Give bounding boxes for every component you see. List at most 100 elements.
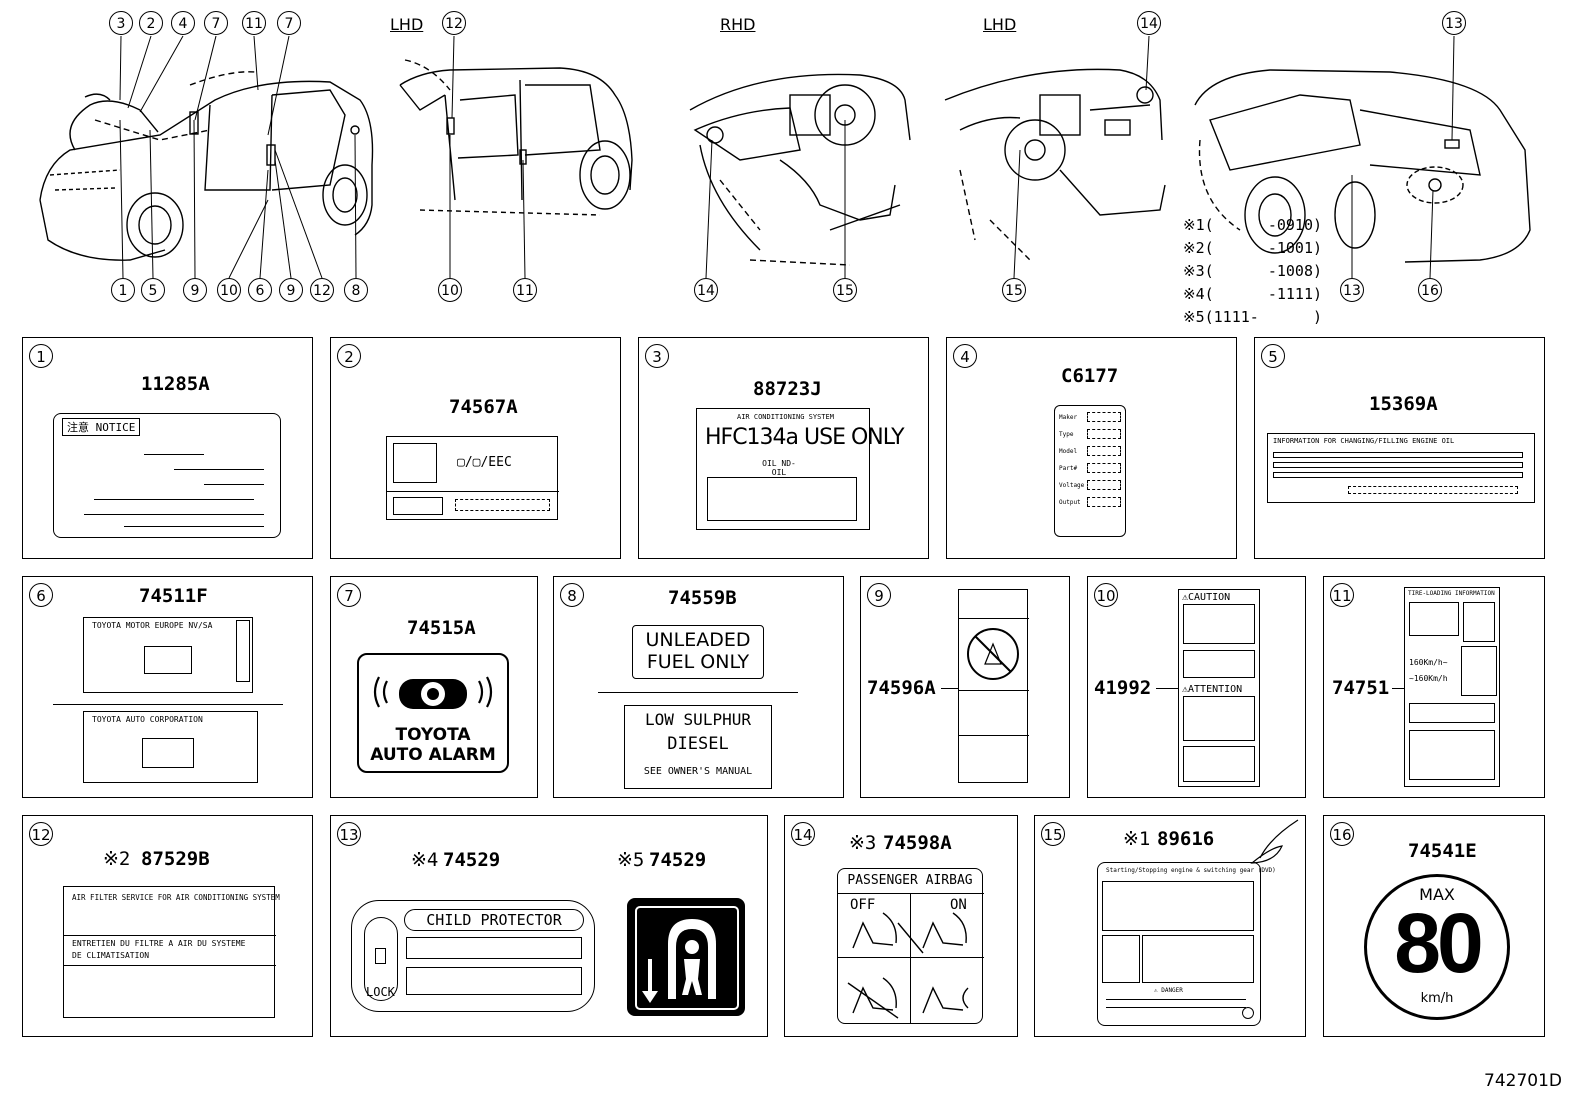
callout-top: 7 bbox=[277, 11, 301, 35]
tire-loading-block bbox=[1409, 703, 1495, 723]
ref-mark: ※2 bbox=[1183, 239, 1205, 257]
caution-label: ⚠CAUTION ⚠ATTENTION bbox=[1178, 589, 1260, 787]
panel-number: 16 bbox=[1330, 822, 1354, 846]
panel-number: 13 bbox=[337, 822, 361, 846]
vin-label-1: TOYOTA MOTOR EUROPE NV/SA bbox=[83, 617, 253, 693]
ac-filter-text-2: ENTRETIEN DU FILTRE A AIR DU SYSTEME bbox=[72, 939, 246, 948]
diagram-code: 742701D bbox=[1484, 1071, 1562, 1091]
callout-bottom: 14 bbox=[694, 278, 718, 302]
spec-field bbox=[1087, 497, 1121, 507]
caution-block bbox=[1183, 650, 1255, 678]
child-protector-title: CHILD PROTECTOR bbox=[404, 909, 584, 931]
danger-text: ⚠ DANGER bbox=[1154, 987, 1183, 994]
speed-unit: km/h bbox=[1420, 991, 1454, 1006]
attention-text: ⚠ATTENTION bbox=[1182, 684, 1243, 695]
callout-bottom: 16 bbox=[1418, 278, 1442, 302]
label-panel-1: 1 11285A 注意 NOTICE bbox=[22, 337, 313, 559]
eec-label: ▢/▢/EEC bbox=[386, 436, 559, 520]
oil-info-bar bbox=[1273, 472, 1523, 478]
speed-max: MAX bbox=[1419, 885, 1455, 904]
callout-bottom: 1 bbox=[111, 278, 135, 302]
callout-bottom: 10 bbox=[438, 278, 462, 302]
spec-label: Maker Type Model Part# Voltage Output bbox=[1054, 405, 1126, 537]
spec-row: Output bbox=[1059, 499, 1081, 506]
notice-title: 注意 NOTICE bbox=[62, 418, 141, 436]
panel-number: 11 bbox=[1330, 583, 1354, 607]
callout-top: 12 bbox=[442, 11, 466, 35]
ac-filter-text-3: DE CLIMATISATION bbox=[72, 951, 150, 960]
vin-label-1-text: TOYOTA MOTOR EUROPE NV/SA bbox=[92, 621, 213, 630]
engine-start-block bbox=[1102, 881, 1254, 931]
part-mark: ※4 bbox=[411, 849, 439, 871]
spec-field bbox=[1087, 412, 1121, 422]
label-panel-9: 9 74596A bbox=[860, 576, 1070, 798]
tag-hole bbox=[1242, 1007, 1254, 1019]
part-number: 74515A bbox=[407, 617, 476, 639]
ref-mark: ※1 bbox=[1183, 216, 1205, 234]
panel-number: 3 bbox=[645, 344, 669, 368]
part-number: 87529B bbox=[141, 848, 210, 870]
oil-info-bar bbox=[1273, 452, 1523, 458]
part-number: 41992 bbox=[1094, 677, 1152, 699]
oil-text: OIL ND-OIL bbox=[762, 459, 796, 477]
label-panel-4: 4 C6177 Maker Type Model Part# Voltage O… bbox=[946, 337, 1237, 559]
unleaded-text-1: UNLEADED bbox=[645, 629, 751, 651]
caution-block bbox=[1183, 604, 1255, 644]
diesel-text-3: SEE OWNER'S MANUAL bbox=[643, 766, 753, 777]
ac-inner-box bbox=[707, 477, 857, 521]
eec-dash-box bbox=[455, 499, 550, 511]
car-rear-view bbox=[1194, 69, 1531, 263]
ac-filter-label: AIR FILTER SERVICE FOR AIR CONDITIONING … bbox=[63, 886, 280, 1018]
callout-bottom: 15 bbox=[1002, 278, 1026, 302]
tire-loading-title: TIRE-LOADING INFORMATION bbox=[1408, 590, 1495, 597]
car-front-view bbox=[39, 71, 374, 261]
callout-bottom: 15 bbox=[833, 278, 857, 302]
child-protector-label: LOCK CHILD PROTECTOR bbox=[351, 900, 595, 1012]
label-panel-3: 3 88723J AIR CONDITIONING SYSTEM HFC134a… bbox=[638, 337, 929, 559]
tag-string-icon bbox=[1250, 819, 1299, 864]
callout-bottom: 6 bbox=[248, 278, 272, 302]
callout-bottom: 13 bbox=[1340, 278, 1364, 302]
tire-loading-block bbox=[1409, 602, 1459, 636]
part-number: 88723J bbox=[753, 378, 822, 400]
unleaded-text-2: FUEL ONLY bbox=[646, 651, 750, 673]
lock-switch bbox=[364, 917, 398, 1001]
tire-loading-block bbox=[1409, 730, 1495, 780]
ref-text: ( -0910) bbox=[1204, 216, 1323, 234]
unleaded-label: UNLEADED FUEL ONLY bbox=[632, 625, 764, 679]
vin-box bbox=[142, 738, 194, 768]
speed-limit-sticker: MAX 80 km/h bbox=[1364, 874, 1510, 1020]
panel-number: 12 bbox=[29, 822, 53, 846]
callout-top: 7 bbox=[204, 11, 228, 35]
tire-loading-block bbox=[1463, 602, 1495, 642]
vin-side-strip bbox=[236, 620, 250, 682]
callout-bottom: 8 bbox=[344, 278, 368, 302]
part-number: C6177 bbox=[1061, 365, 1119, 387]
airbag-divider bbox=[910, 893, 911, 1023]
spec-row: Voltage bbox=[1059, 482, 1085, 489]
label-panel-10: 10 41992 ⚠CAUTION ⚠ATTENTION bbox=[1087, 576, 1306, 798]
alarm-icon bbox=[373, 676, 493, 709]
oil-info-text: INFORMATION FOR CHANGING/FILLING ENGINE … bbox=[1273, 437, 1455, 445]
vin-label-2: TOYOTA AUTO CORPORATION bbox=[83, 711, 258, 783]
part-mark: ※2 bbox=[103, 848, 131, 870]
label-panel-11: 11 74751 TIRE-LOADING INFORMATION 160Km/… bbox=[1323, 576, 1545, 798]
tire-loading-label: TIRE-LOADING INFORMATION 160Km/h~ ~160Km… bbox=[1404, 587, 1500, 787]
attention-block bbox=[1183, 746, 1255, 782]
callout-bottom: 9 bbox=[279, 278, 303, 302]
callout-top: 14 bbox=[1137, 11, 1161, 35]
lock-text: LOCK bbox=[366, 985, 395, 999]
oil-info-bar bbox=[1273, 462, 1523, 468]
child-lock-pictogram bbox=[627, 898, 745, 1016]
label-panel-8: 8 74559B UNLEADED FUEL ONLY LOW SULPHUR … bbox=[553, 576, 844, 798]
airbag-off: OFF bbox=[850, 897, 876, 913]
alarm-text-2: AUTO ALARM bbox=[370, 745, 496, 765]
part-number: 74596A bbox=[867, 677, 936, 699]
ac-label: AIR CONDITIONING SYSTEM HFC134a USE ONLY… bbox=[696, 408, 905, 530]
spec-field bbox=[1087, 429, 1121, 439]
child-protector-text: CHILD PROTECTOR bbox=[426, 911, 562, 929]
header-rhd: RHD bbox=[720, 15, 756, 34]
callout-bottom: 11 bbox=[513, 278, 537, 302]
panel-number: 1 bbox=[29, 344, 53, 368]
callout-bottom: 10 bbox=[217, 278, 241, 302]
